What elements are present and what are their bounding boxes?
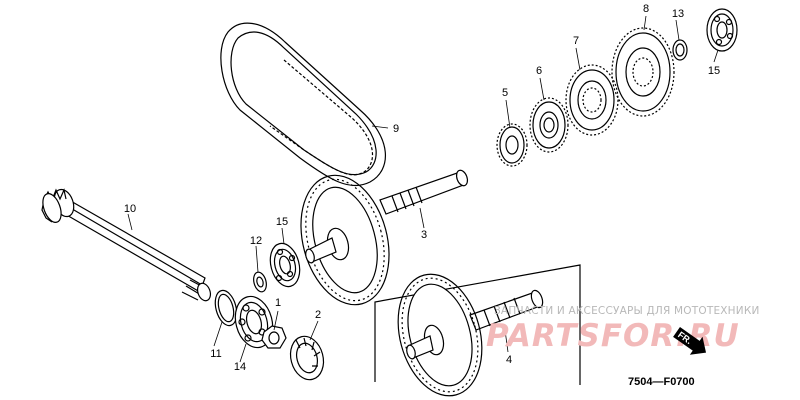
bearing-left xyxy=(269,242,301,288)
callout-13: 13 xyxy=(672,8,684,20)
bevel-gear-shaft-lower xyxy=(397,273,544,397)
watermark: ЗАПЧАСТИ И АКСЕССУАРЫ ДЛЯ МОТОТЕХНИКИ PA… xyxy=(486,305,760,354)
gear-small xyxy=(496,123,528,167)
circlip xyxy=(214,289,238,327)
pinion-shaft xyxy=(41,188,212,302)
callout-10: 10 xyxy=(124,203,136,215)
front-direction-marker: FR. xyxy=(673,327,707,355)
callout-2: 2 xyxy=(315,309,321,321)
callout-3: 3 xyxy=(421,229,427,241)
front-arrow-icon xyxy=(673,327,707,355)
callout-6: 6 xyxy=(536,65,542,77)
lock-nut xyxy=(261,325,287,349)
callout-11: 11 xyxy=(210,348,221,360)
callout-labels: 1 2 3 4 5 6 7 8 9 10 11 12 13 14 15 15 xyxy=(124,3,720,373)
washer-small xyxy=(672,39,688,61)
inset-frame xyxy=(374,264,581,385)
bevel-gear-shaft-upper xyxy=(300,169,469,306)
thrust-washer xyxy=(253,271,267,293)
callout-7: 7 xyxy=(573,35,579,47)
callout-12: 12 xyxy=(250,235,262,247)
watermark-caption: ЗАПЧАСТИ И АКСЕССУАРЫ ДЛЯ МОТОТЕХНИКИ xyxy=(494,305,760,317)
callout-15-left: 15 xyxy=(276,216,288,228)
bearing-right xyxy=(706,8,738,52)
figure-reference-code: 7504—F0700 xyxy=(628,376,695,388)
callout-1: 1 xyxy=(275,297,281,309)
gear-medium xyxy=(529,97,569,153)
drive-chain xyxy=(220,22,386,187)
leader-lines xyxy=(127,15,719,363)
gear-large xyxy=(565,64,619,136)
gear-largest xyxy=(611,27,675,117)
callout-14: 14 xyxy=(234,361,246,373)
callout-4: 4 xyxy=(506,354,512,366)
callout-9: 9 xyxy=(393,123,399,135)
collar-sleeve xyxy=(289,335,325,381)
callout-8: 8 xyxy=(643,3,649,15)
callout-15-right: 15 xyxy=(708,65,720,77)
callout-5: 5 xyxy=(502,87,508,99)
